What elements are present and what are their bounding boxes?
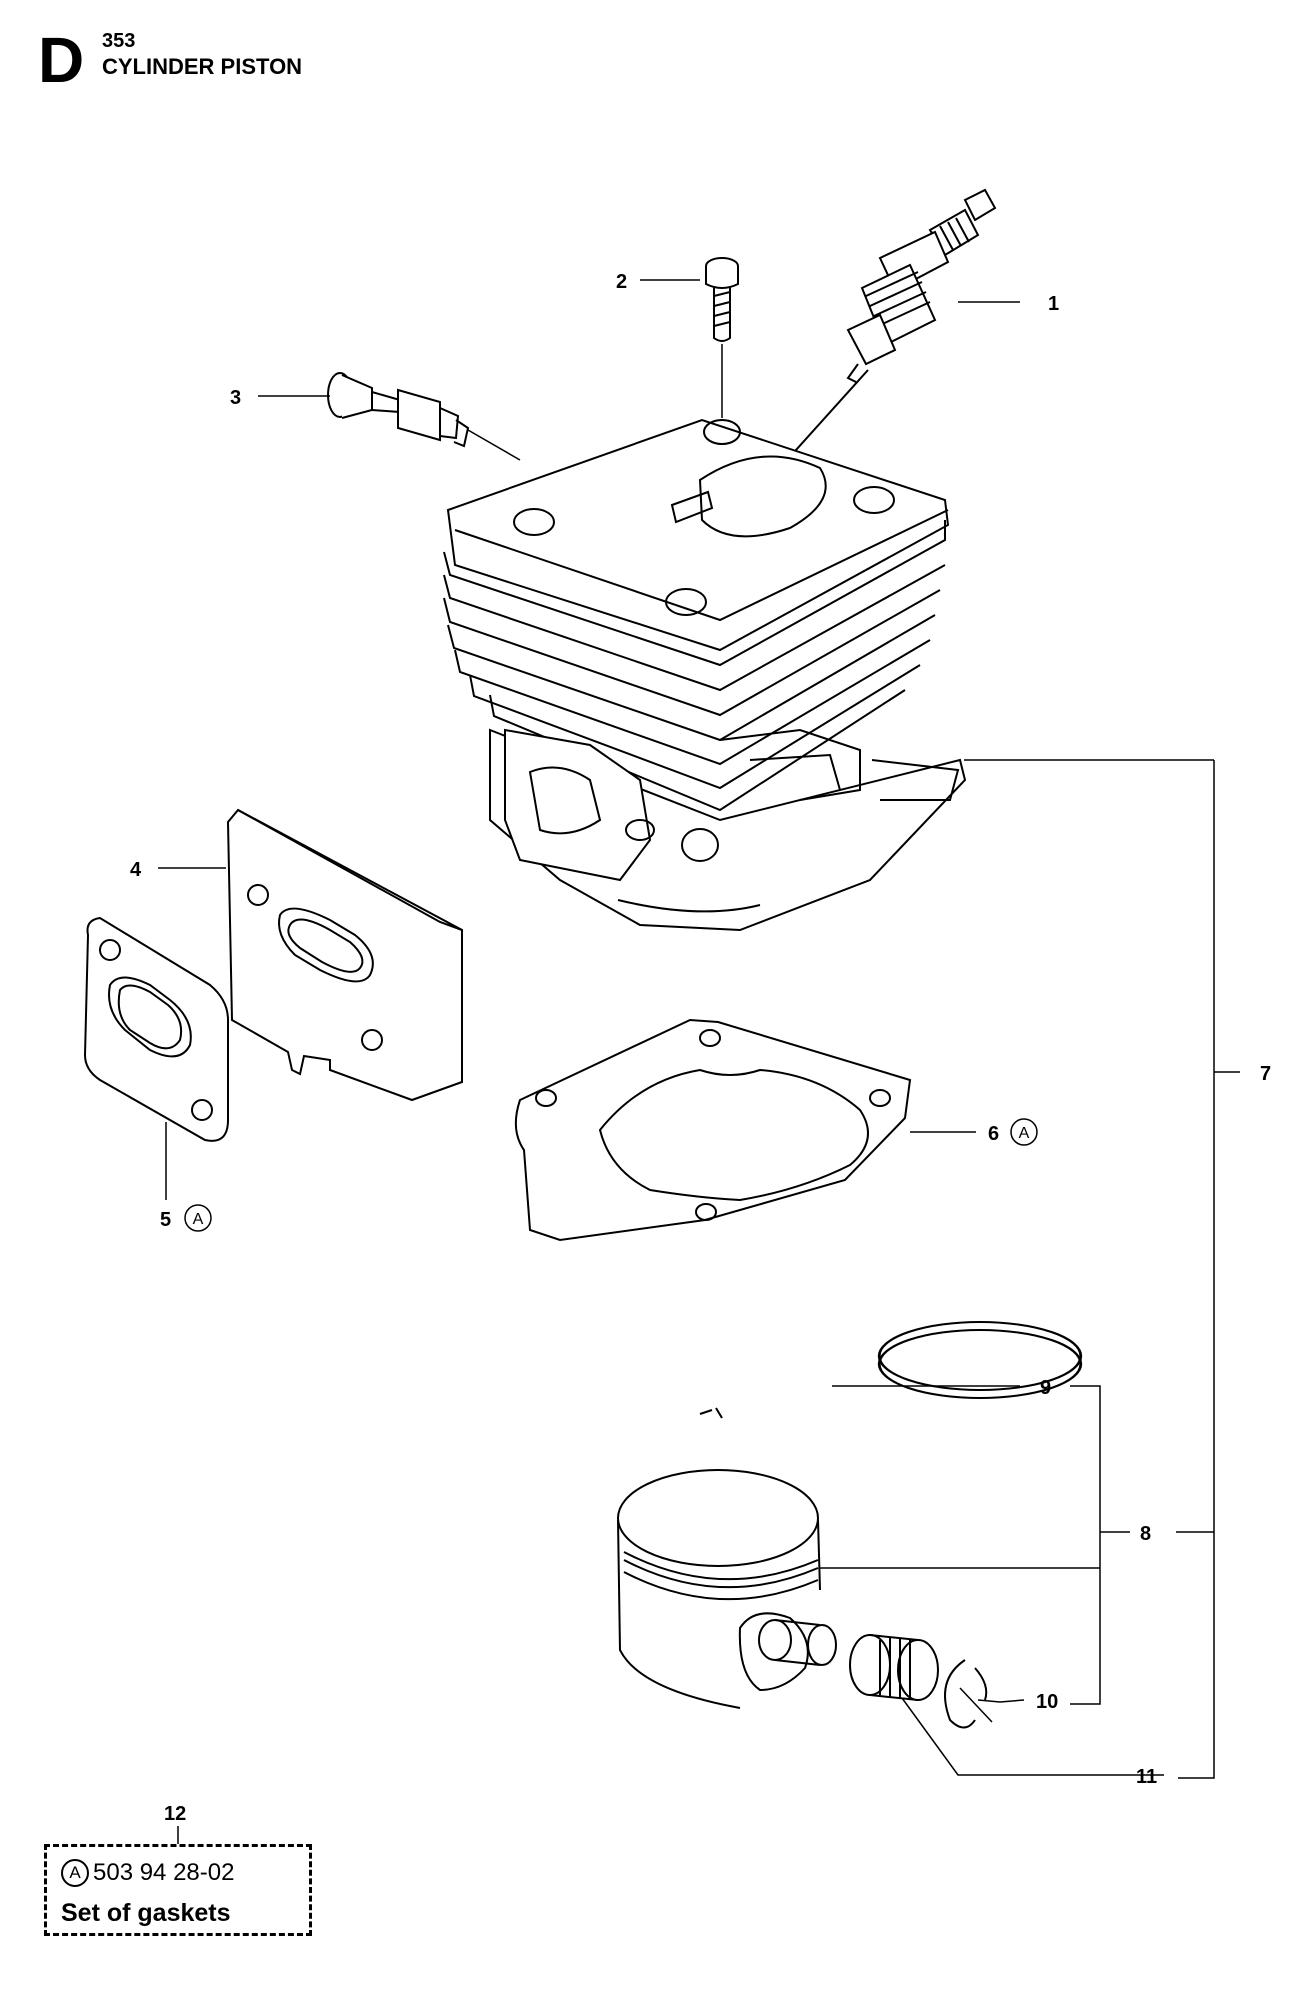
- kit-name: Set of gaskets: [61, 1899, 231, 1927]
- cylinder-base-gasket: [514, 1018, 912, 1242]
- callout-1: 1: [1048, 293, 1059, 315]
- callout-10: 10: [1036, 1691, 1058, 1713]
- model-number: 353: [102, 30, 136, 52]
- decompression-valve: [327, 372, 470, 448]
- callout-12: 12: [164, 1803, 186, 1825]
- piston: [617, 1469, 821, 1709]
- callout-9: 9: [1040, 1377, 1051, 1399]
- exhaust-gasket: [83, 916, 229, 1142]
- marker-a-gasket-6: A: [1019, 1125, 1030, 1142]
- gasket-kit-box: A 503 94 28-02 Set of gaskets: [44, 1844, 312, 1936]
- callout-6: 6: [988, 1123, 999, 1145]
- callout-2: 2: [616, 271, 627, 293]
- kit-marker: A: [61, 1859, 89, 1887]
- section-letter: D: [38, 24, 85, 96]
- page-title: CYLINDER PISTON: [102, 54, 303, 79]
- callout-8: 8: [1140, 1523, 1151, 1545]
- callout-7: 7: [1260, 1063, 1271, 1085]
- piston-pin: [758, 1619, 837, 1666]
- heat-shield-plate: [226, 808, 463, 1102]
- cylinder: [443, 418, 967, 932]
- circlip: [944, 1659, 988, 1729]
- piston-ring: [699, 1321, 1083, 1419]
- spark-plug: [846, 188, 997, 383]
- kit-part-row: A 503 94 28-02: [61, 1859, 234, 1887]
- callout-3: 3: [230, 387, 241, 409]
- callout-11: 11: [1136, 1766, 1157, 1788]
- kit-part-number: 503 94 28-02: [93, 1859, 235, 1886]
- callout-5: 5: [160, 1209, 171, 1231]
- callout-4: 4: [130, 859, 142, 881]
- marker-a-gasket-5: A: [193, 1211, 204, 1228]
- needle-bearing: [849, 1634, 939, 1701]
- cylinder-screw: [705, 257, 739, 342]
